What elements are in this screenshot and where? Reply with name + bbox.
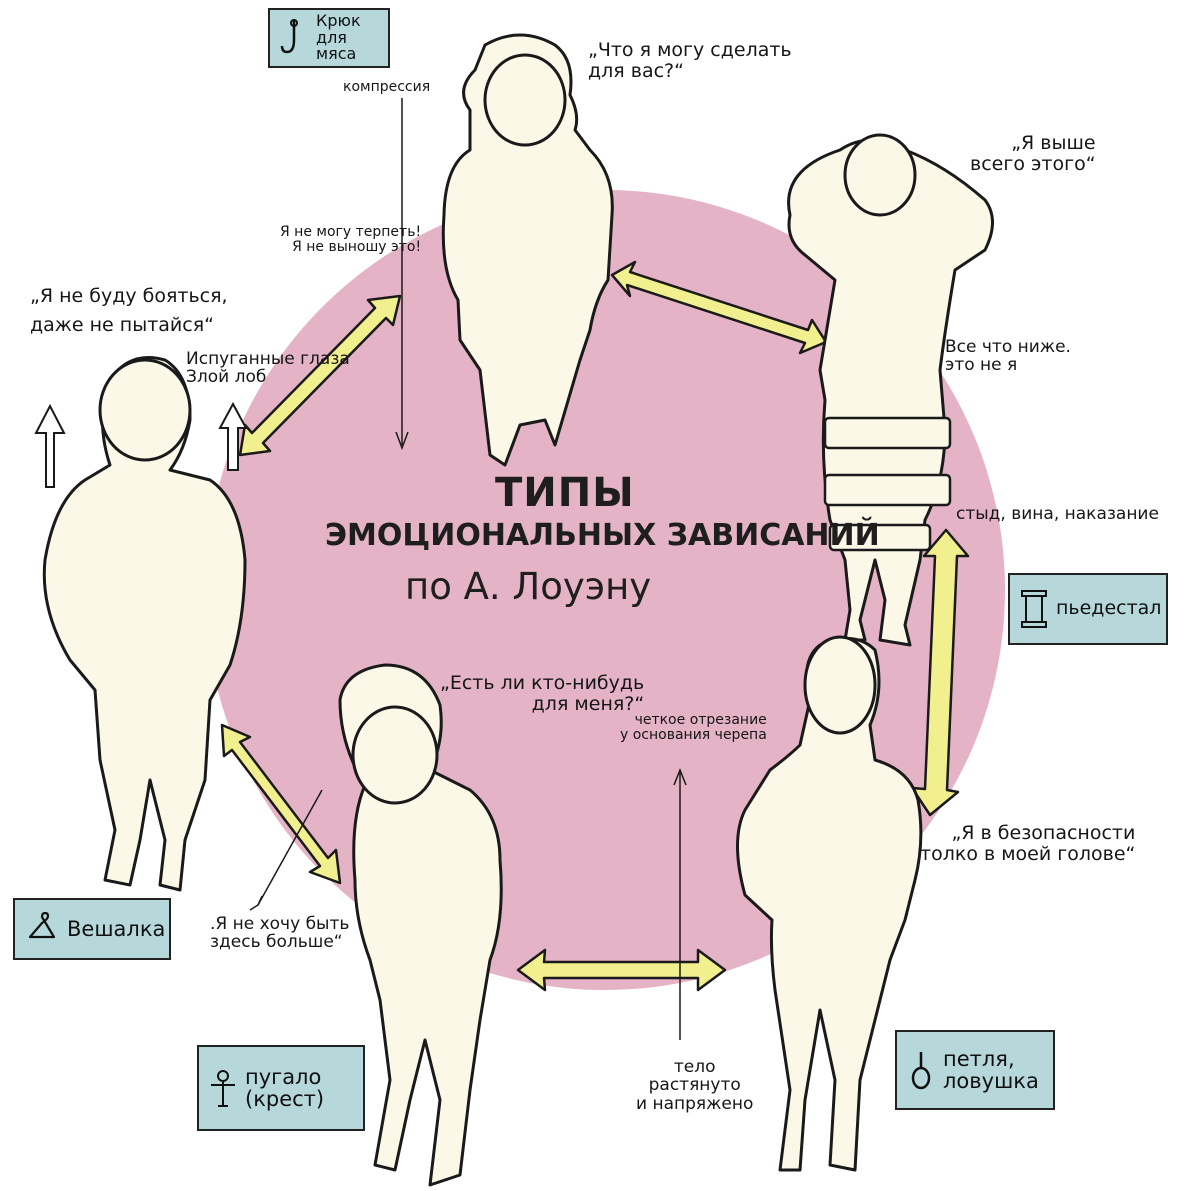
tag-noose: петля, ловушка [895, 1030, 1055, 1110]
meat-hook-icon [280, 18, 308, 58]
tag-meat-hook: Крюк для мяса [268, 8, 390, 68]
note-body-stretched: тело растянуто и напряжено [636, 1058, 753, 1113]
quote-hook: „Что я могу сделать для вас?“ [588, 40, 792, 81]
column-icon [1020, 589, 1048, 629]
scarecrow-icon [209, 1068, 237, 1108]
quote-pedestal: „Я выше всего этого“ [970, 133, 1096, 174]
tag-hanger-label: Вешалка [67, 918, 165, 940]
tag-pedestal: пьедестал [1008, 573, 1168, 645]
note-cant-stand: Я не могу терпеть! Я не выношу это! [280, 225, 421, 255]
tag-noose-label: петля, ловушка [943, 1048, 1039, 1092]
tag-scarecrow-label: пугало (крест) [245, 1066, 324, 1110]
quote-noose: „Я в безопасности толко в моей голове“ [920, 823, 1135, 864]
note-shame: стыд, вина, наказание [956, 505, 1159, 523]
title-line-3: по А. Лоуэну [405, 565, 651, 608]
up-arrow-left-icon [36, 406, 64, 487]
note-cut-at-skull: четкое отрезание у основания черепа [620, 713, 767, 743]
note-eyes-forehead: Испуганные глаза Злой лоб [186, 350, 350, 387]
noose-icon [907, 1050, 935, 1090]
quote-hanger: „Я не буду бояться, даже не пытайся“ [30, 282, 228, 339]
quote-scarecrow: „Есть ли кто-нибудь для меня?“ [440, 673, 644, 714]
tag-scarecrow: пугало (крест) [197, 1045, 365, 1131]
title-line-2: ЭМОЦИОНАЛЬНЫХ ЗАВИСАНИЙ [325, 518, 880, 553]
tag-pedestal-label: пьедестал [1056, 599, 1161, 619]
note-compression: компрессия [343, 80, 430, 95]
figure-hanger [44, 358, 245, 891]
quote-scarecrow-bottom: .Я не хочу быть здесь больше“ [210, 915, 349, 952]
note-below-not-me: Все что ниже. это не я [945, 338, 1071, 375]
tag-meat-hook-label: Крюк для мяса [316, 13, 378, 63]
tag-hanger: Вешалка [13, 898, 171, 960]
title-line-1: ТИПЫ [495, 470, 635, 516]
hanger-icon [25, 909, 59, 949]
